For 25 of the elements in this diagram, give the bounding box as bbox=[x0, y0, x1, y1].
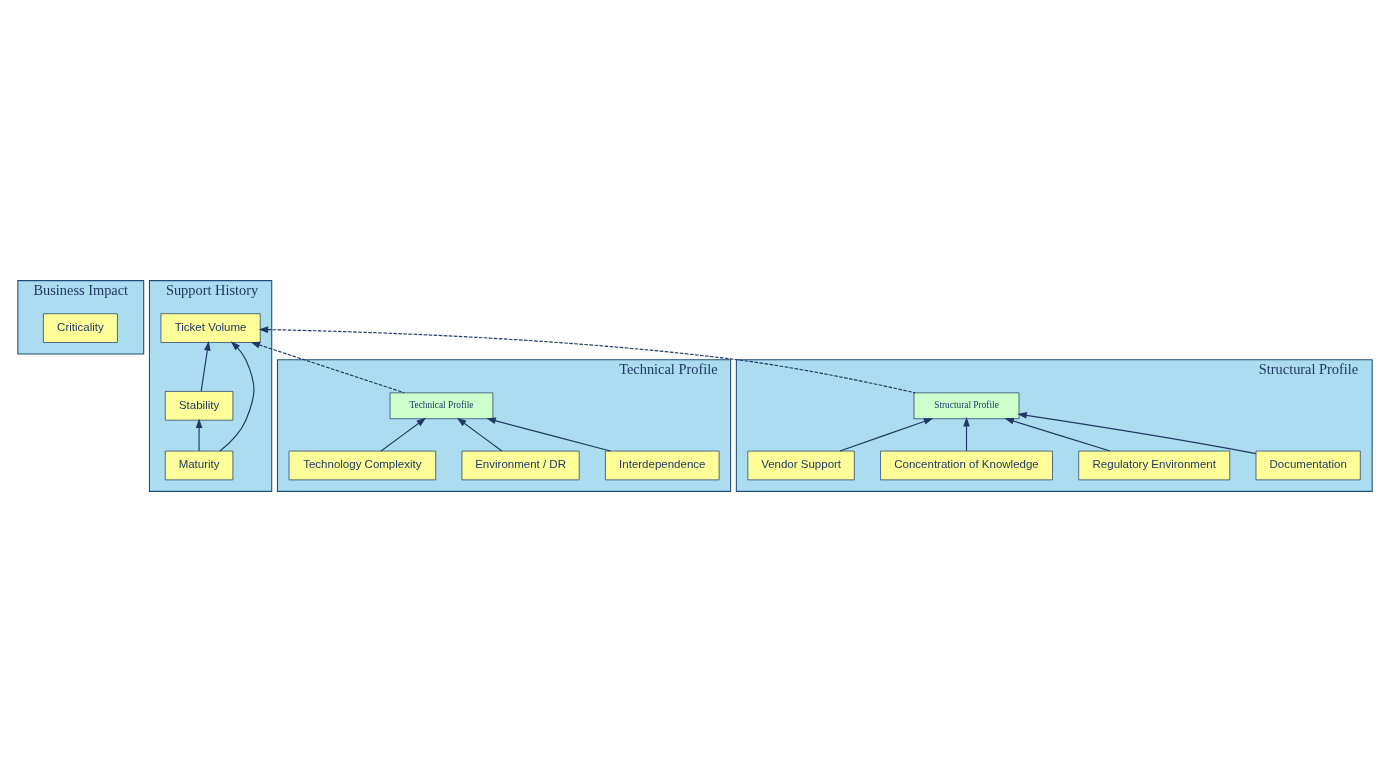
node-box: Environment / DR bbox=[461, 450, 580, 481]
arrow bbox=[456, 417, 503, 452]
node-box: Structural Profile bbox=[913, 392, 1020, 420]
arrow bbox=[963, 417, 970, 452]
node-box: Interdependence bbox=[605, 450, 720, 481]
node-box: Technology Complexity bbox=[288, 450, 437, 481]
arrow bbox=[839, 418, 934, 452]
node-box: Criticality bbox=[43, 313, 118, 343]
node-box: Concentration of Knowledge bbox=[880, 450, 1053, 481]
arrow bbox=[258, 326, 916, 394]
arrow bbox=[1004, 417, 1111, 452]
arrow bbox=[486, 417, 611, 452]
arrow bbox=[195, 418, 203, 452]
arrow bbox=[200, 341, 211, 392]
arrow bbox=[380, 417, 427, 452]
arrow bbox=[250, 341, 405, 394]
arrow bbox=[1017, 412, 1257, 455]
node-box: Ticket Volume bbox=[160, 313, 261, 343]
node-box: Maturity bbox=[164, 450, 234, 481]
node-box: Stability bbox=[164, 391, 234, 421]
node-box: Vendor Support bbox=[747, 450, 855, 481]
arrow bbox=[219, 341, 255, 452]
node-box: Regulatory Environment bbox=[1078, 450, 1231, 481]
node-box: Documentation bbox=[1255, 450, 1361, 481]
node-box: Technical Profile bbox=[389, 392, 494, 420]
